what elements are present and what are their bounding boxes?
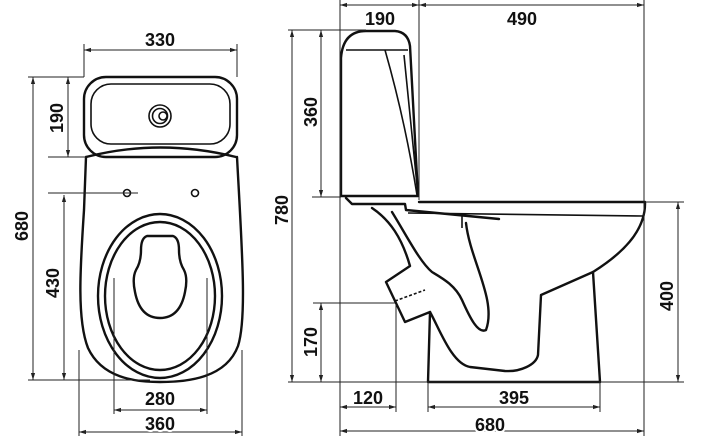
fixing-hole-right [190, 188, 200, 198]
dim-label-seat-width: 280 [145, 389, 175, 409]
front-view-outline [79, 75, 245, 384]
flush-button-icon [148, 104, 172, 128]
dim-label-rim-height: 400 [657, 281, 677, 311]
dim-label-tank-height: 360 [301, 97, 321, 127]
dim-label-bowl-width: 360 [145, 414, 175, 434]
dim-label-base-length: 395 [499, 388, 529, 408]
dim-label-outlet-distance: 120 [353, 388, 383, 408]
dim-label-total-depth: 680 [12, 211, 32, 241]
dim-label-fixing-holes: 430 [43, 268, 63, 298]
side-view: 190 490 360 780 170 400 120 395 680 [270, 0, 684, 437]
dim-label-tank-depth: 190 [47, 103, 67, 133]
seat-outer [96, 212, 224, 380]
dim-label-outlet-height: 170 [301, 327, 321, 357]
front-view-dimension-lines [28, 44, 243, 436]
dim-label-side-tank-depth: 190 [365, 9, 395, 29]
side-view-dimension-lines [288, 0, 684, 436]
seat-opening [132, 234, 188, 320]
dim-label-total-height: 780 [272, 195, 292, 225]
dim-label-bowl-projection: 490 [507, 9, 537, 29]
front-view: 330 190 680 430 280 360 [10, 28, 245, 436]
side-view-outline [339, 29, 647, 384]
seat-inner [103, 220, 217, 372]
dim-label-tank-width: 330 [145, 30, 175, 50]
dim-label-total-length: 680 [475, 415, 505, 435]
